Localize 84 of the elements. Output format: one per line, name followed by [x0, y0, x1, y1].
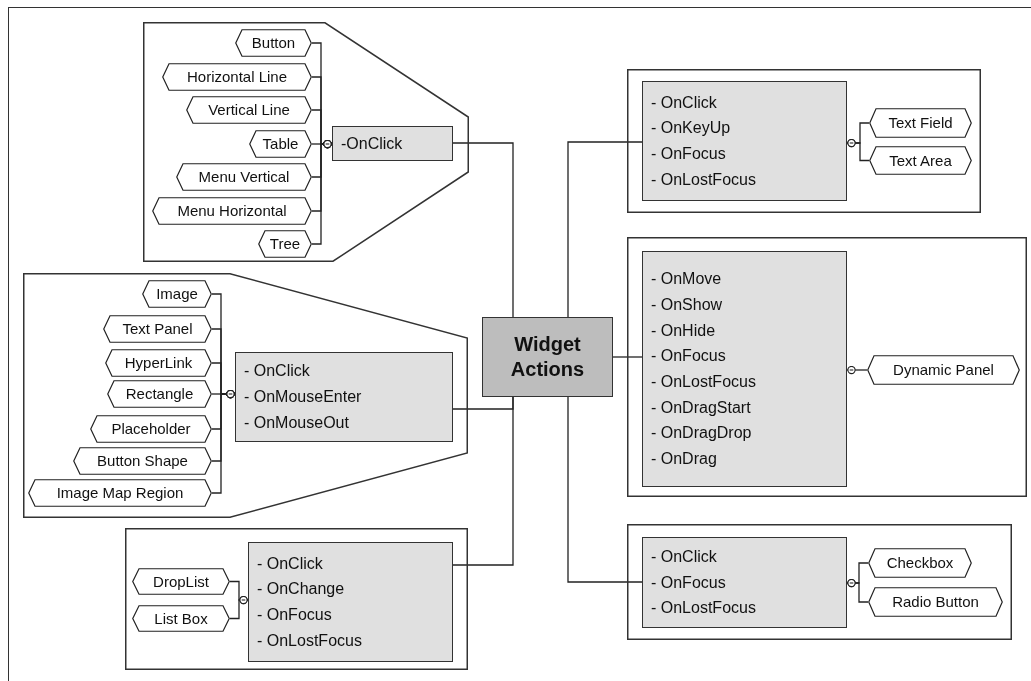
widget-hexagon — [152, 197, 312, 225]
widget-hexagon — [868, 587, 1003, 617]
widget-hexagon — [258, 230, 312, 258]
widget-hexagon — [162, 63, 312, 91]
event-name: - OnFocus — [651, 144, 726, 164]
widget-hexagon — [105, 349, 212, 377]
event-name: - OnClick — [257, 553, 323, 574]
center-box — [482, 317, 613, 397]
widget-label: Rectangle — [125, 385, 194, 403]
event-list-box — [642, 81, 847, 201]
event-list-box — [248, 542, 453, 662]
widget-hexagon — [107, 380, 212, 408]
widget-hexagon — [73, 447, 212, 475]
event-name: - OnLostFocus — [651, 598, 756, 619]
widget-hexagon — [249, 130, 312, 158]
event-name: - OnKeyUp — [651, 118, 731, 139]
event-name: - OnMouseEnter — [244, 387, 362, 408]
connector-line — [846, 365, 868, 375]
event-name: - OnLostFocus — [257, 630, 362, 651]
event-name: - OnFocus — [651, 346, 726, 367]
widget-label: Menu Horizontal — [177, 202, 287, 220]
event-name: - OnClick — [651, 92, 717, 113]
widget-label: Image Map Region — [56, 484, 184, 502]
event-name: - OnHide — [651, 320, 716, 341]
widget-hexagon — [869, 108, 972, 138]
event-name: - OnDrag — [651, 449, 717, 470]
event-list-box — [235, 352, 453, 442]
widget-label: Placeholder — [111, 420, 191, 438]
widget-hexagon — [867, 355, 1020, 385]
widget-label: Radio Button — [892, 593, 979, 611]
event-name: - OnClick — [244, 361, 310, 382]
event-name: - OnFocus — [257, 605, 332, 625]
center-title: Widget Actions — [509, 332, 586, 382]
widget-label: DropList — [153, 572, 209, 591]
connector-line — [229, 595, 249, 620]
widget-label: Dynamic Panel — [893, 361, 994, 379]
widget-hexagon — [28, 479, 212, 507]
widget-hexagon — [132, 568, 230, 595]
widget-hexagon — [176, 163, 312, 191]
widget-label: Text Panel — [122, 320, 193, 338]
widget-label: Checkbox — [886, 554, 954, 572]
connector-line — [311, 139, 333, 245]
widget-label: Table — [262, 135, 299, 153]
event-name: - OnMouseOut — [244, 412, 349, 433]
connector-line — [567, 396, 643, 583]
connector-line — [567, 141, 643, 318]
widget-hexagon — [186, 96, 312, 124]
widget-label: Horizontal Line — [186, 68, 288, 86]
widget-hexagon — [868, 548, 972, 578]
widget-label: Button — [251, 34, 296, 52]
event-name: - OnChange — [257, 579, 345, 600]
connector-line — [612, 356, 643, 358]
event-name: - OnShow — [651, 294, 723, 315]
connector-line — [452, 396, 514, 566]
widget-label: Tree — [269, 235, 301, 253]
widget-hexagon — [869, 146, 972, 175]
widget-hexagon — [90, 415, 212, 443]
widget-label: HyperLink — [124, 354, 193, 372]
event-list-box — [642, 251, 847, 487]
widget-label: Image — [156, 285, 198, 303]
event-name: - OnFocus — [651, 572, 726, 593]
widget-label: Button Shape — [97, 452, 188, 470]
event-name: - OnClick — [651, 546, 717, 567]
event-name: - OnLostFocus — [651, 169, 756, 190]
event-name: - OnLostFocus — [651, 372, 756, 392]
event-list-box — [642, 537, 847, 628]
connector-line — [452, 142, 514, 318]
widget-label: Text Field — [888, 114, 953, 132]
event-list-box — [332, 126, 453, 161]
widget-label: Text Area — [889, 151, 952, 170]
widget-hexagon — [103, 315, 212, 343]
event-name: -OnClick — [341, 133, 403, 154]
event-name: - OnMove — [651, 269, 722, 290]
widget-label: Vertical Line — [208, 101, 290, 119]
connector-line — [846, 138, 870, 162]
event-name: - OnDragDrop — [651, 423, 752, 444]
widget-label: Menu Vertical — [198, 168, 290, 186]
connector-line — [846, 578, 869, 603]
connector-line — [211, 389, 236, 494]
widget-hexagon — [235, 29, 312, 57]
event-name: - OnDragStart — [651, 397, 751, 418]
widget-hexagon — [142, 280, 212, 308]
widget-label: List Box — [154, 609, 208, 628]
widget-hexagon — [132, 605, 230, 632]
